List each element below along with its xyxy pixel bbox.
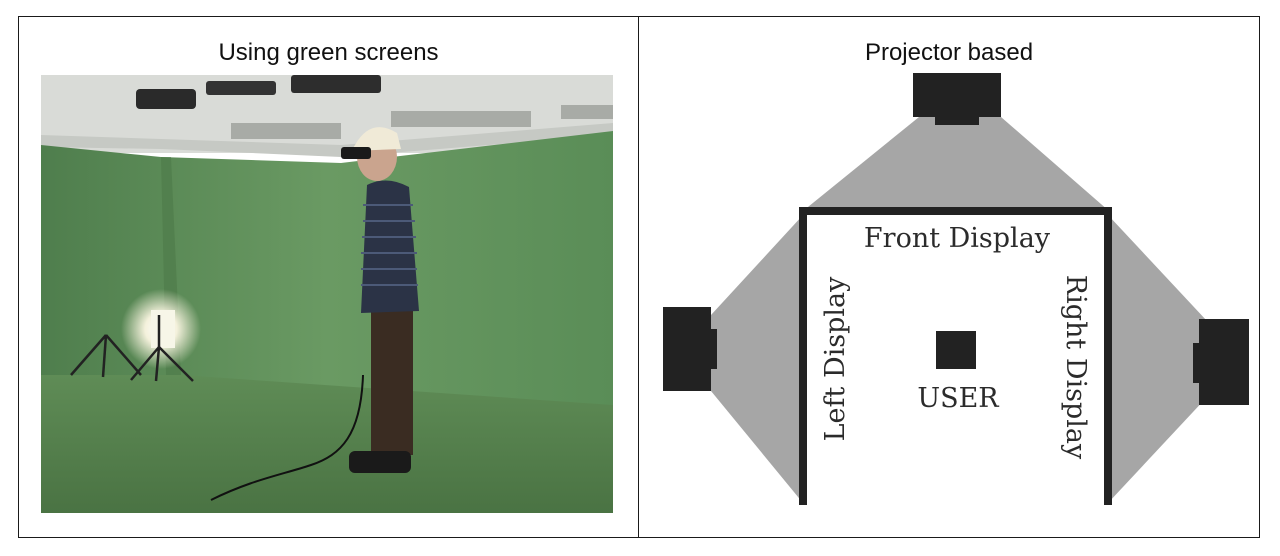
studio-light: [151, 310, 175, 348]
panel-projector-based: Projector based: [639, 17, 1259, 537]
caption-projector-based: Projector based: [864, 39, 1034, 66]
person-with-headset: [341, 127, 419, 473]
left-display-label: Left Display: [820, 276, 851, 441]
ceiling-vent: [561, 105, 613, 119]
projector-layout-diagram: Front Display USER Left Display Right Di…: [663, 73, 1249, 505]
projection-cone-front: [803, 117, 1109, 211]
projector-left-icon: [663, 307, 717, 391]
left-display-bar: [799, 207, 807, 505]
projector-right-icon: [1193, 319, 1249, 405]
person-shoes: [349, 451, 411, 473]
figure-frame: Using green screens: [18, 16, 1260, 538]
green-screen-floor: [41, 375, 613, 513]
user-label: USER: [917, 383, 999, 414]
sweater-stripes: [361, 204, 418, 286]
ceiling-vent: [231, 123, 341, 139]
projector-top-icon: [913, 73, 1001, 125]
user-icon: [936, 331, 976, 369]
projection-cone-right: [1108, 215, 1207, 503]
front-display-bar: [799, 207, 1111, 215]
green-screen-studio-photo: [41, 75, 613, 513]
panel-green-screens: Using green screens: [19, 17, 639, 537]
light-tripod: [70, 315, 194, 382]
ceiling-edge: [41, 123, 613, 157]
right-display-label: Right Display: [1060, 275, 1091, 460]
right-display-bar: [1104, 207, 1112, 505]
light-rig: [206, 81, 276, 95]
front-display-label: Front Display: [864, 223, 1051, 254]
light-rig: [136, 89, 196, 109]
person-torso: [361, 180, 419, 313]
caption-green-screens: Using green screens: [218, 39, 439, 66]
hard-hat: [351, 127, 401, 151]
ceiling-vent: [391, 111, 531, 127]
projection-cone-left: [711, 215, 803, 503]
light-rig: [291, 75, 381, 93]
floor-cable: [210, 374, 364, 501]
hmd-visor: [341, 147, 371, 159]
person-legs: [371, 305, 413, 455]
